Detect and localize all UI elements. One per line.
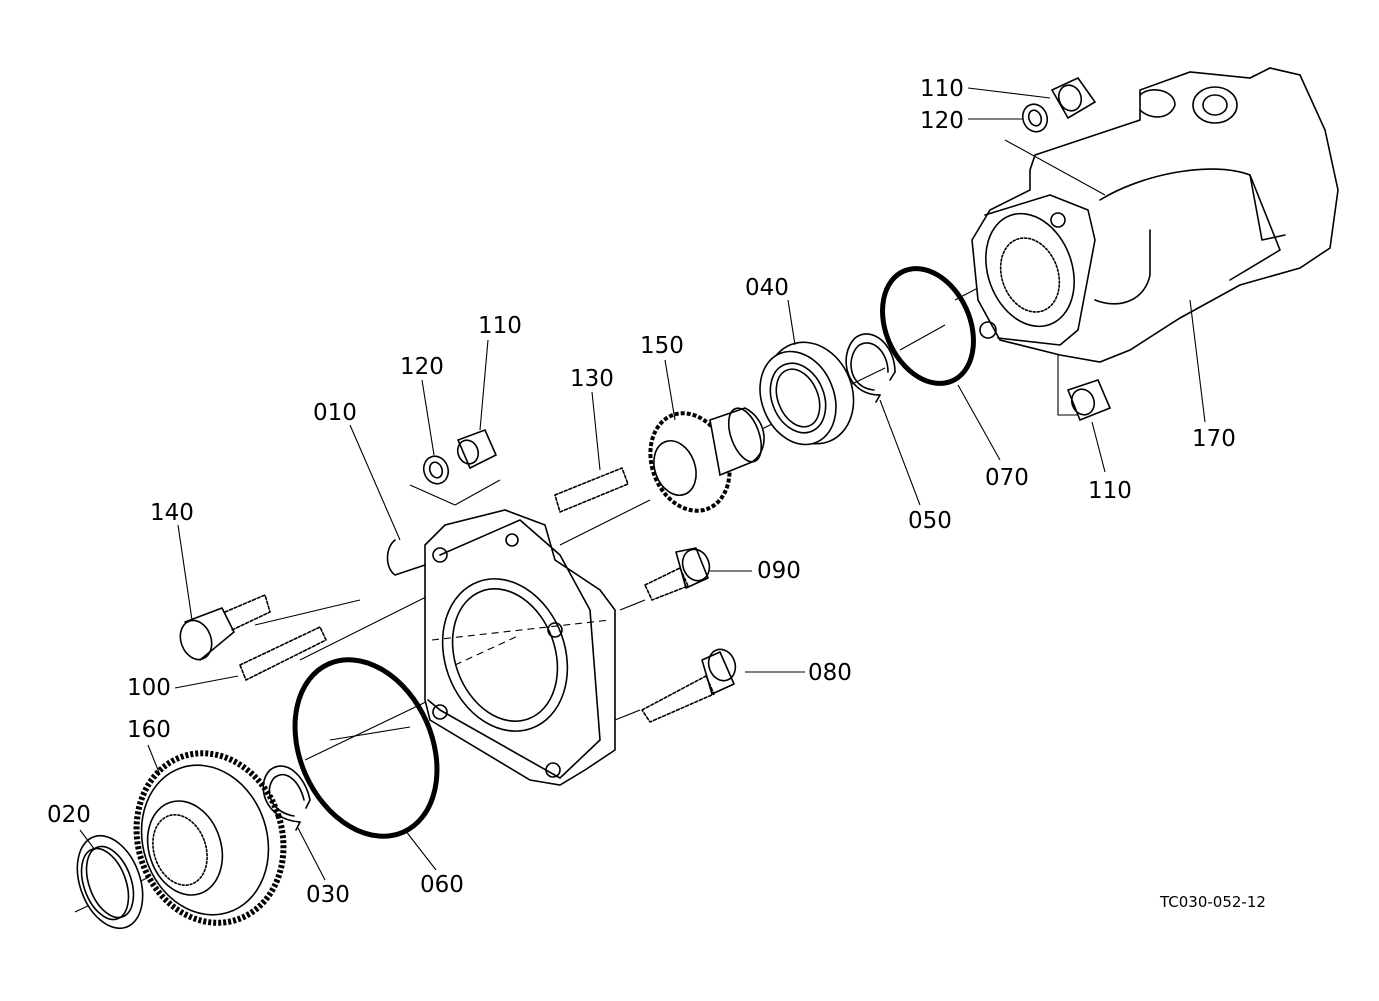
part-140-plug xyxy=(179,594,271,661)
part-120-washer-mid xyxy=(422,455,450,485)
part-110-nut-bottom xyxy=(1066,379,1112,422)
part-100-stud xyxy=(239,626,327,681)
leader-lines xyxy=(79,87,1206,881)
label-120-mid: 120 xyxy=(400,354,444,380)
part-150-gear-shaft xyxy=(648,407,765,513)
part-120-washer-top xyxy=(1021,103,1049,133)
label-110-mid: 110 xyxy=(478,313,522,339)
part-090-bolt xyxy=(644,547,711,601)
label-020: 020 xyxy=(47,802,91,828)
part-160-gear xyxy=(133,750,287,926)
part-050-snap-ring xyxy=(845,333,896,403)
part-020-oil-seal xyxy=(76,834,144,930)
part-010-housing xyxy=(386,509,616,786)
label-100: 100 xyxy=(127,675,171,701)
part-110-nut-mid xyxy=(409,428,501,506)
part-060-o-ring xyxy=(292,657,440,839)
label-090: 090 xyxy=(757,558,801,584)
part-labels: 010 020 030 040 050 060 070 080 090 100 … xyxy=(47,76,1266,911)
part-170-pump-body xyxy=(971,67,1339,416)
label-070: 070 xyxy=(985,465,1029,491)
label-170: 170 xyxy=(1192,426,1236,452)
label-050: 050 xyxy=(908,508,952,534)
part-070-o-ring xyxy=(880,266,976,386)
label-160: 160 xyxy=(127,717,171,743)
label-030: 030 xyxy=(306,882,350,908)
label-040: 040 xyxy=(745,275,789,301)
label-080: 080 xyxy=(808,660,852,686)
part-040-bearing xyxy=(759,341,855,446)
label-150: 150 xyxy=(640,333,684,359)
label-130: 130 xyxy=(570,366,614,392)
label-120-top: 120 xyxy=(920,108,964,134)
label-010: 010 xyxy=(313,400,357,426)
label-110-bottom: 110 xyxy=(1088,478,1132,504)
label-140: 140 xyxy=(150,500,194,526)
part-110-nut-top xyxy=(1050,76,1097,120)
drawing-reference: TC030-052-12 xyxy=(1159,893,1266,911)
label-110-top: 110 xyxy=(920,76,964,102)
part-080-bolt xyxy=(641,648,737,723)
part-130-stud xyxy=(554,467,629,513)
label-060: 060 xyxy=(420,872,464,898)
part-030-snap-ring xyxy=(262,765,311,831)
